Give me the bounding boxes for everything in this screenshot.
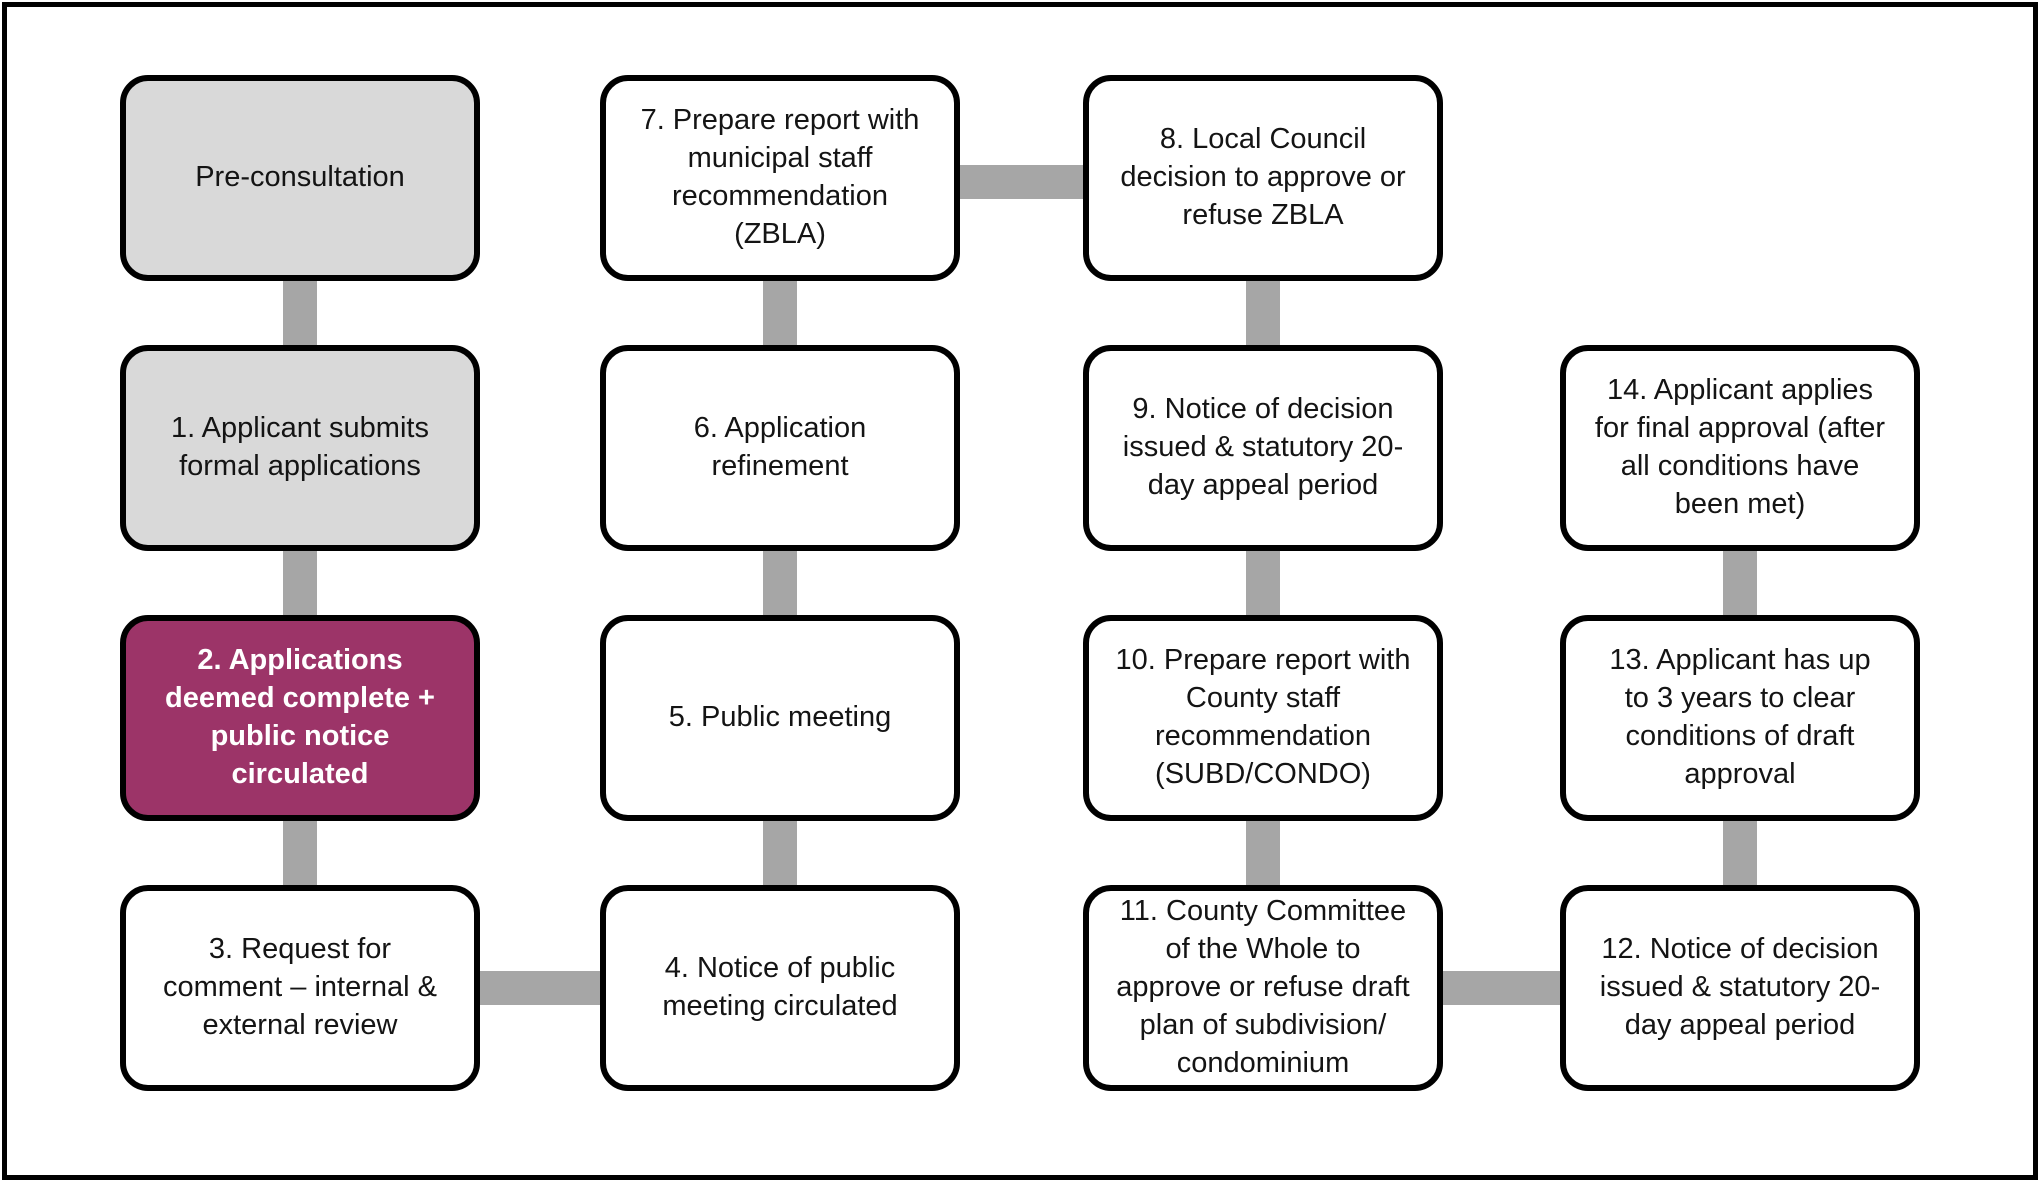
node-step-8: 8. Local Council decision to approve or … (1083, 75, 1443, 281)
node-step-7: 7. Prepare report with municipal staff r… (600, 75, 960, 281)
node-step-13: 13. Applicant has up to 3 years to clear… (1560, 615, 1920, 821)
node-step-10: 10. Prepare report with County staff rec… (1083, 615, 1443, 821)
node-step-14: 14. Applicant applies for final approval… (1560, 345, 1920, 551)
node-step-4: 4. Notice of public meeting circulated (600, 885, 960, 1091)
node-step-1: 1. Applicant submits formal applications (120, 345, 480, 551)
node-step-12: 12. Notice of decision issued & statutor… (1560, 885, 1920, 1091)
node-step-2: 2. Applications deemed complete + public… (120, 615, 480, 821)
node-step-6: 6. Application refinement (600, 345, 960, 551)
node-step-9: 9. Notice of decision issued & statutory… (1083, 345, 1443, 551)
node-pre-consultation: Pre-consultation (120, 75, 480, 281)
node-step-11: 11. County Committee of the Whole to app… (1083, 885, 1443, 1091)
connector-7-to-8 (950, 165, 1093, 199)
connector-11-to-12 (1430, 971, 1570, 1005)
node-step-3: 3. Request for comment – internal & exte… (120, 885, 480, 1091)
connector-3-to-4 (470, 971, 610, 1005)
node-step-5: 5. Public meeting (600, 615, 960, 821)
